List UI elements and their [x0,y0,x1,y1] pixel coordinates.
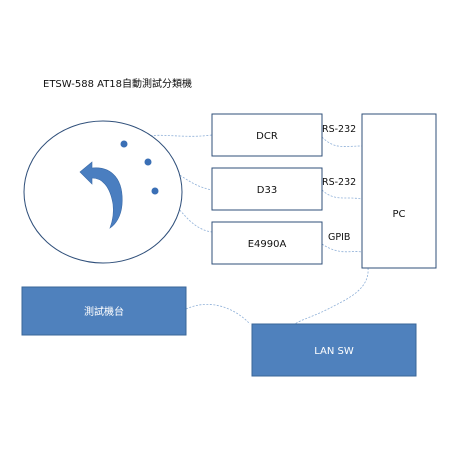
rotation-arrow-icon [79,161,123,229]
diagram-title: ETSW-588 AT18自動測試分類機 [43,77,192,90]
turntable-circle [23,120,183,264]
wire-dcr-pc [321,136,363,147]
lan-switch-label: LAN SW [314,346,354,357]
dcr-label: DCR [256,131,278,142]
wire-pc-lansw [294,267,369,325]
test-station-box [21,286,187,336]
wire-e4990a-pc [321,243,363,253]
pc-box [361,113,437,269]
probe-dot-1 [120,140,128,148]
wire-d33-pc [321,189,363,200]
e4990a-box [211,221,323,265]
probe-dot-2 [144,158,152,166]
test-station-label: 測試機台 [84,305,124,318]
probe-dot-3 [151,187,159,195]
dcr-box [211,113,323,157]
d33-label: D33 [257,185,277,196]
pc-label: PC [392,209,405,220]
d33-box [211,167,323,211]
wire-station-lansw [185,304,251,325]
lan-switch-box [251,323,417,377]
e4990a-label: E4990A [248,239,287,250]
link-label-dcr-pc: RS-232 [322,124,356,135]
link-label-d33-pc: RS-232 [322,177,356,188]
link-label-e4990a-pc: GPIB [328,232,350,243]
